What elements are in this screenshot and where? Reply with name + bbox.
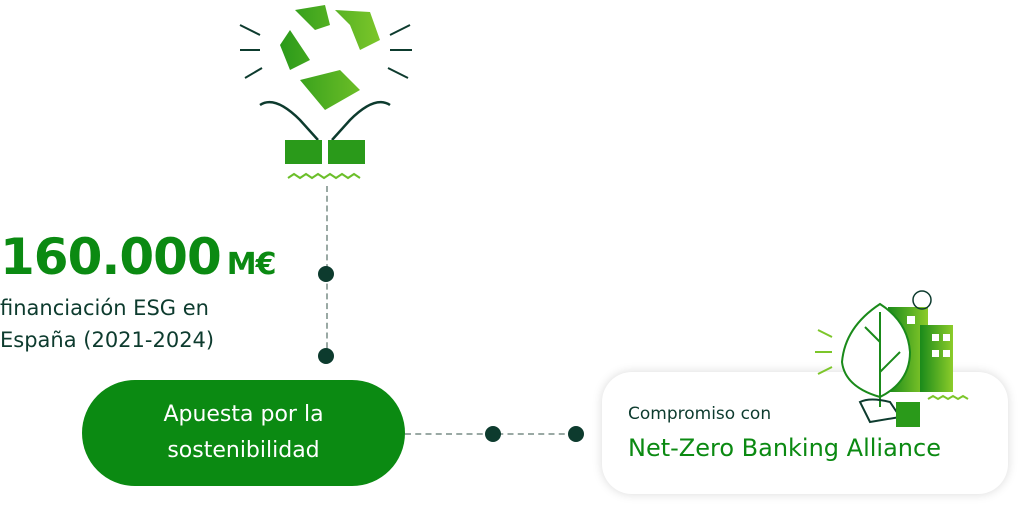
connector-dot — [318, 348, 334, 364]
card-title: Net-Zero Banking Alliance — [628, 434, 941, 462]
recycle-hands-icon — [239, 5, 412, 180]
leaf-building-icon — [815, 290, 969, 427]
connector-dot — [485, 426, 501, 442]
nzba-card: Compromiso con Net-Zero Banking Alliance — [602, 372, 1008, 494]
connector-dot — [318, 266, 334, 282]
card-subtitle: Compromiso con — [628, 404, 772, 424]
connector-dot — [568, 426, 584, 442]
sustainability-pill: Apuesta por la sostenibilidad — [82, 380, 405, 486]
